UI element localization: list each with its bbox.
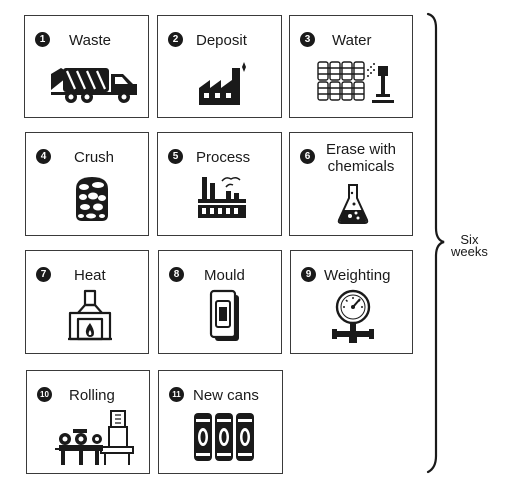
factory-icon	[199, 62, 246, 105]
step-label: Weighting	[324, 267, 391, 284]
step-number: 7	[36, 267, 51, 282]
new-cans-icon	[194, 413, 254, 461]
step-number: 4	[36, 149, 51, 164]
step-new-cans: 11 New cans	[158, 370, 283, 474]
furnace-icon	[68, 289, 112, 341]
step-label: Rolling	[69, 387, 115, 404]
step-number: 11	[169, 387, 184, 402]
step-water: 3 Water	[289, 15, 413, 118]
right-curly-brace	[426, 12, 445, 474]
step-number: 1	[35, 32, 50, 47]
step-label: Erase with chemicals	[320, 141, 402, 175]
step-label: Waste	[69, 32, 111, 49]
step-number: 5	[168, 149, 183, 164]
chemical-flask-icon	[337, 184, 369, 224]
step-label: Process	[196, 149, 251, 166]
step-process: 5 Process	[157, 132, 282, 236]
step-deposit: 2 Deposit	[157, 15, 282, 118]
processing-plant-icon	[198, 176, 246, 218]
step-rolling: 10 Rolling	[26, 370, 150, 474]
step-label: Crush	[74, 149, 115, 166]
duration-label: Six weeks	[451, 232, 488, 259]
garbage-truck-icon	[51, 68, 137, 103]
water-spray-cans-icon	[317, 61, 394, 103]
step-label: Heat	[74, 267, 106, 284]
duration-line-2: weeks	[451, 244, 488, 259]
step-number: 3	[300, 32, 315, 47]
duration-line-1: Six	[460, 232, 479, 247]
step-heat: 7 Heat	[25, 250, 149, 354]
step-erase-with-chemicals: 6 Erase with chemicals	[289, 132, 413, 236]
pressure-gauge-icon	[332, 289, 374, 343]
step-number: 10	[37, 387, 52, 402]
step-number: 2	[168, 32, 183, 47]
mould-icon	[209, 289, 239, 341]
step-label: Mould	[204, 267, 245, 284]
crushed-metal-icon	[76, 177, 108, 221]
step-crush: 4 Crush	[25, 132, 149, 236]
step-number: 9	[301, 267, 316, 282]
rolling-mill-icon	[55, 410, 134, 465]
step-label-line-2: chemicals	[327, 158, 395, 175]
step-number: 8	[169, 267, 184, 282]
step-label: Deposit	[196, 32, 247, 49]
step-mould: 8 Mould	[158, 250, 282, 354]
step-label: New cans	[193, 387, 259, 404]
step-number: 6	[300, 149, 315, 164]
step-weighting: 9 Weighting	[290, 250, 413, 354]
step-label: Water	[332, 32, 372, 49]
step-label-line-1: Erase with	[325, 141, 397, 158]
step-waste: 1 Waste	[24, 15, 149, 118]
